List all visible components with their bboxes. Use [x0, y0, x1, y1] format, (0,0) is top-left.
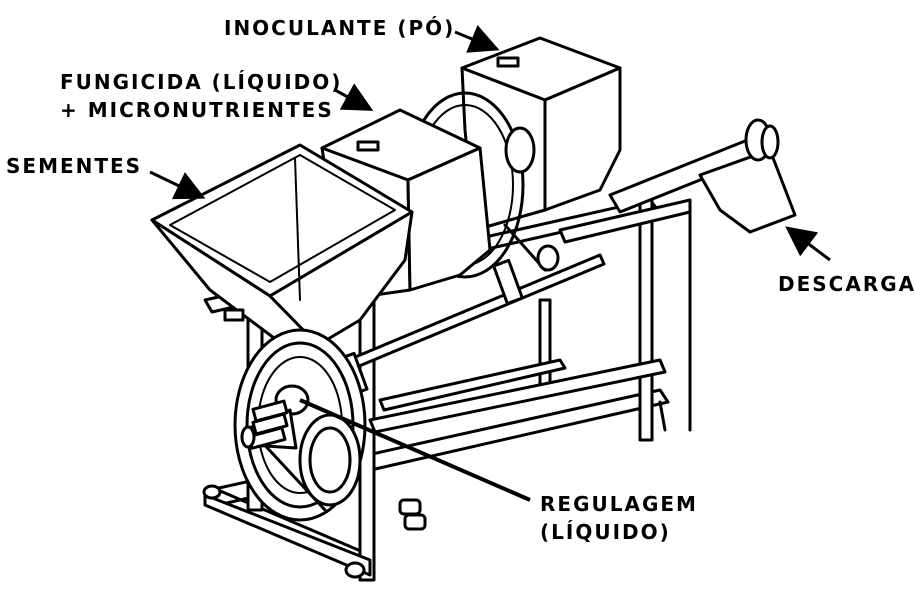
regulator-spring [240, 399, 298, 450]
label-inoculante: INOCULANTE (PÓ) [224, 16, 456, 40]
discharge-auger [608, 118, 797, 234]
label-regulagem-liquido: (LÍQUIDO) [540, 520, 671, 544]
label-sementes: SEMENTES [6, 154, 143, 178]
lower-pulleys [398, 498, 427, 531]
arrow-fungicida [334, 83, 374, 111]
pointer-regulagem [299, 398, 531, 502]
arrow-inoculante [454, 25, 500, 53]
arrow-sementes [149, 170, 206, 200]
label-descarga: DESCARGA [778, 272, 914, 296]
label-regulagem: REGULAGEM [540, 492, 698, 516]
label-arrows [149, 25, 831, 502]
label-micronutrientes: + MICRONUTRIENTES [60, 98, 334, 122]
arrow-descarga [785, 226, 831, 262]
hopper-sementes [150, 143, 414, 352]
label-fungicida: FUNGICIDA (LÍQUIDO) [60, 70, 343, 94]
front-pulley-wheel [233, 328, 367, 522]
